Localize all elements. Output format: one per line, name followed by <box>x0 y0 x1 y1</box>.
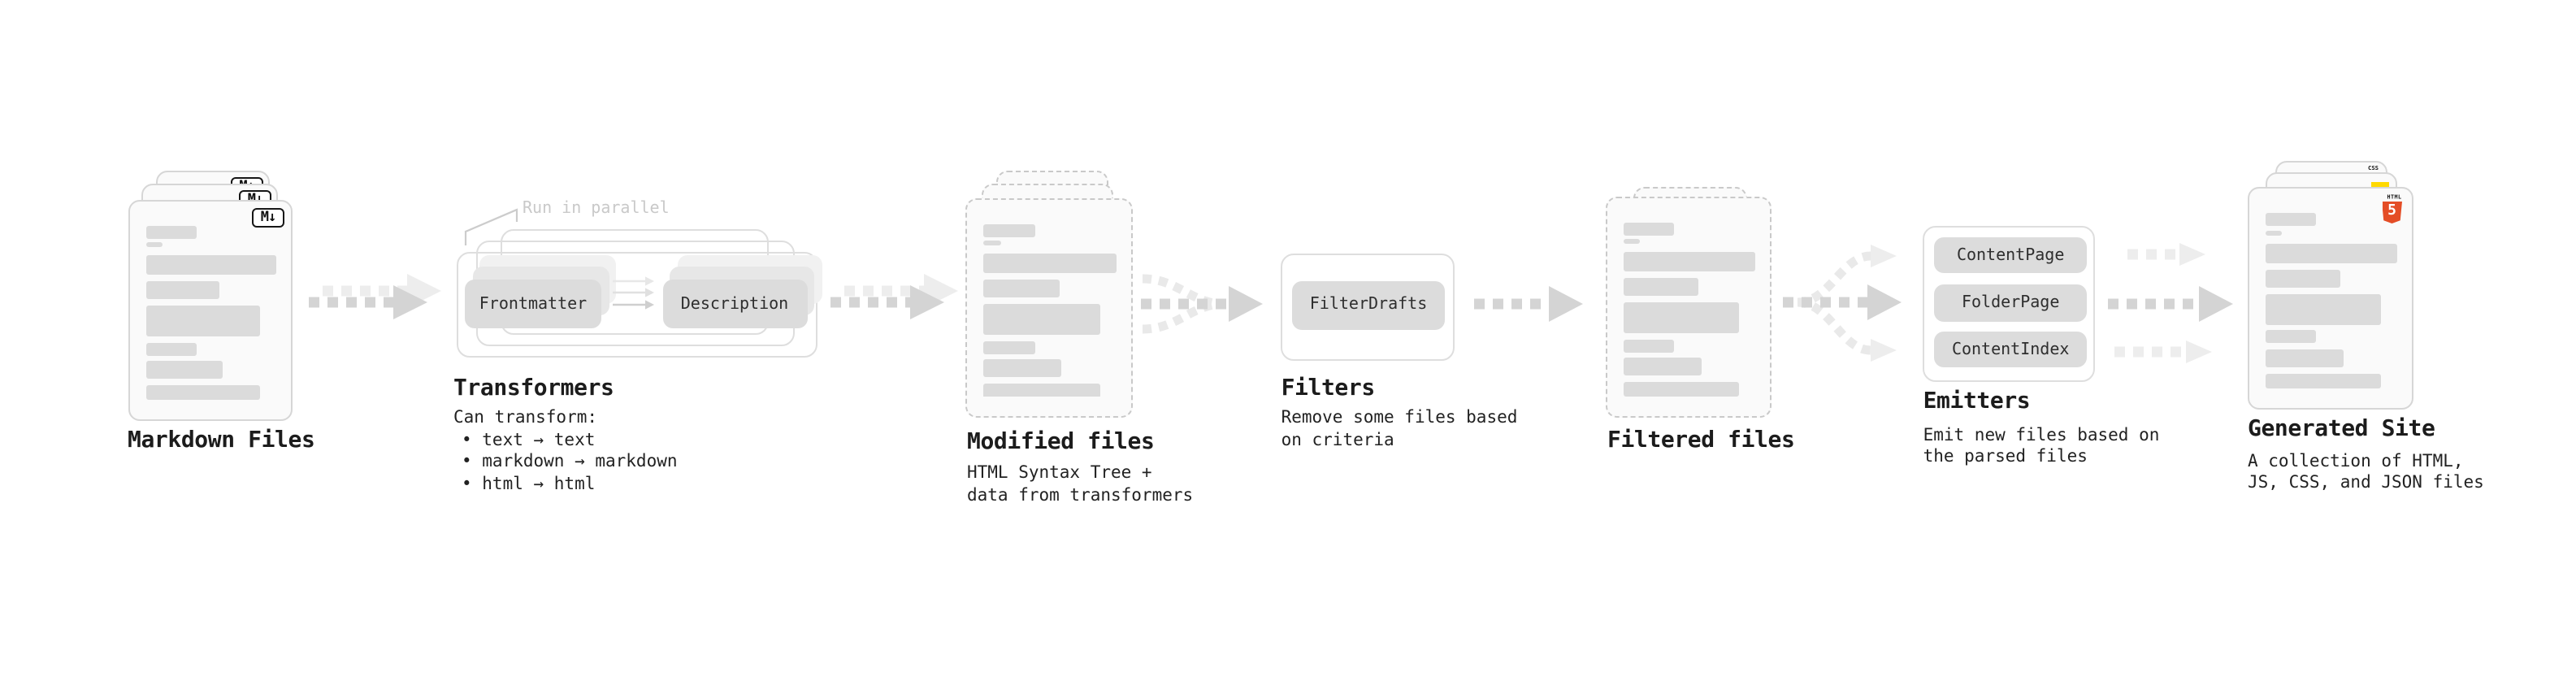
content-bar <box>145 361 223 379</box>
subtitle-line: • text → text <box>462 430 596 449</box>
subtitle-line: HTML Syntax Tree + <box>967 463 1152 483</box>
content-bar <box>145 306 261 336</box>
modified-files-description: HTML Syntax Tree + data from transformer… <box>967 463 1193 507</box>
subtitle-line: data from transformers <box>967 485 1194 505</box>
content-bar <box>2265 269 2340 287</box>
content-bar <box>983 254 1117 274</box>
html5-logo: HTML 5 <box>2382 193 2402 223</box>
html5-logo-number: 5 <box>2387 203 2396 220</box>
arrow-emitters-to-generated <box>2108 243 2233 363</box>
content-bar <box>1623 358 1702 376</box>
stage-title-transformers: Transformers <box>453 375 614 401</box>
html5-logo-word: HTML <box>2386 193 2401 200</box>
content-bar <box>983 280 1060 298</box>
stage-title-filters: Filters <box>1281 375 1376 401</box>
content-bar <box>145 225 197 238</box>
content-bar <box>145 255 276 275</box>
content-bar <box>983 241 1001 246</box>
subtitle-line: the parsed files <box>1923 447 2088 466</box>
generated-html-file-card: HTML 5 <box>2247 187 2413 410</box>
document-content-placeholder <box>2265 213 2397 388</box>
content-bar <box>145 342 197 355</box>
content-bar <box>145 242 163 247</box>
content-bar <box>983 359 1062 378</box>
generated-site-description: A collection of HTML, JS, CSS, and JSON … <box>2248 451 2484 495</box>
content-bar <box>2265 330 2317 343</box>
content-bar <box>1623 278 1698 297</box>
subtitle-line: • markdown → markdown <box>462 452 678 471</box>
transformer-card <box>457 252 817 358</box>
content-bar <box>983 384 1100 397</box>
content-bar <box>2265 230 2283 235</box>
stage-title-emitters: Emitters <box>1923 388 2031 414</box>
stage-title-filtered-files: Filtered files <box>1607 427 1795 453</box>
arrow-modified-to-filters <box>1141 274 1263 334</box>
run-in-parallel-label: Run in parallel <box>523 200 670 218</box>
folderpage-chip: FolderPage <box>1934 284 2088 321</box>
document-content-placeholder <box>1623 222 1755 397</box>
transformers-description: Can transform: • text → text • markdown … <box>453 408 678 496</box>
content-bar <box>1623 339 1675 353</box>
stage-title-generated-site: Generated Site <box>2248 416 2435 442</box>
content-bar <box>1623 382 1740 397</box>
markdown-icon: M↓ <box>252 207 284 227</box>
filterdrafts-chip: FilterDrafts <box>1292 280 1445 329</box>
arrow-transformers-to-modified <box>830 274 958 319</box>
filters-box <box>1281 253 1455 361</box>
content-bar <box>2265 349 2344 367</box>
filtered-file-card <box>1605 196 1772 419</box>
subtitle-line: Can transform: <box>453 408 598 427</box>
subtitle-line: Remove some files based <box>1281 408 1518 427</box>
contentpage-chip: ContentPage <box>1934 237 2088 273</box>
emitters-description: Emit new files based on the parsed files <box>1923 425 2160 469</box>
arrow-filters-to-filtered <box>1474 286 1583 322</box>
subtitle-line: JS, CSS, and JSON files <box>2248 473 2484 492</box>
stage-title-modified-files: Modified files <box>967 429 1155 455</box>
content-bar <box>145 281 220 299</box>
content-bar <box>983 340 1035 354</box>
content-bar <box>983 223 1035 237</box>
modified-file-card <box>965 197 1133 419</box>
content-bar <box>2265 373 2382 388</box>
content-bar <box>2265 213 2317 226</box>
filters-description: Remove some files based on criteria <box>1281 408 1518 452</box>
document-content-placeholder <box>983 223 1117 397</box>
frontmatter-chip: Frontmatter <box>465 280 601 328</box>
html5-shield: 5 <box>2382 202 2402 223</box>
subtitle-line: Emit new files based on <box>1923 425 2160 445</box>
subtitle-line: • html → html <box>462 474 596 493</box>
content-bar <box>1623 222 1675 236</box>
content-bar <box>2265 243 2397 262</box>
arrow-markdown-to-transformers <box>309 274 441 319</box>
stage-title-markdown-files: Markdown Files <box>128 427 315 453</box>
arrow-filtered-to-emitters <box>1783 245 1902 362</box>
content-bar <box>2265 293 2382 324</box>
content-bar <box>983 304 1100 336</box>
content-bar <box>145 385 261 400</box>
content-bar <box>1623 239 1641 245</box>
content-bar <box>1623 252 1755 272</box>
subtitle-line: A collection of HTML, <box>2248 451 2464 471</box>
emitters-box <box>1923 226 2096 383</box>
markdown-file-card: M↓ <box>128 199 293 421</box>
contentindex-chip: ContentIndex <box>1934 332 2088 367</box>
description-chip: Description <box>662 280 807 328</box>
css-badge-label: CSS <box>2367 165 2379 172</box>
document-content-placeholder <box>145 225 276 400</box>
content-bar <box>1623 302 1740 334</box>
js-file-badge <box>2371 181 2390 189</box>
subtitle-line: on criteria <box>1281 430 1394 449</box>
